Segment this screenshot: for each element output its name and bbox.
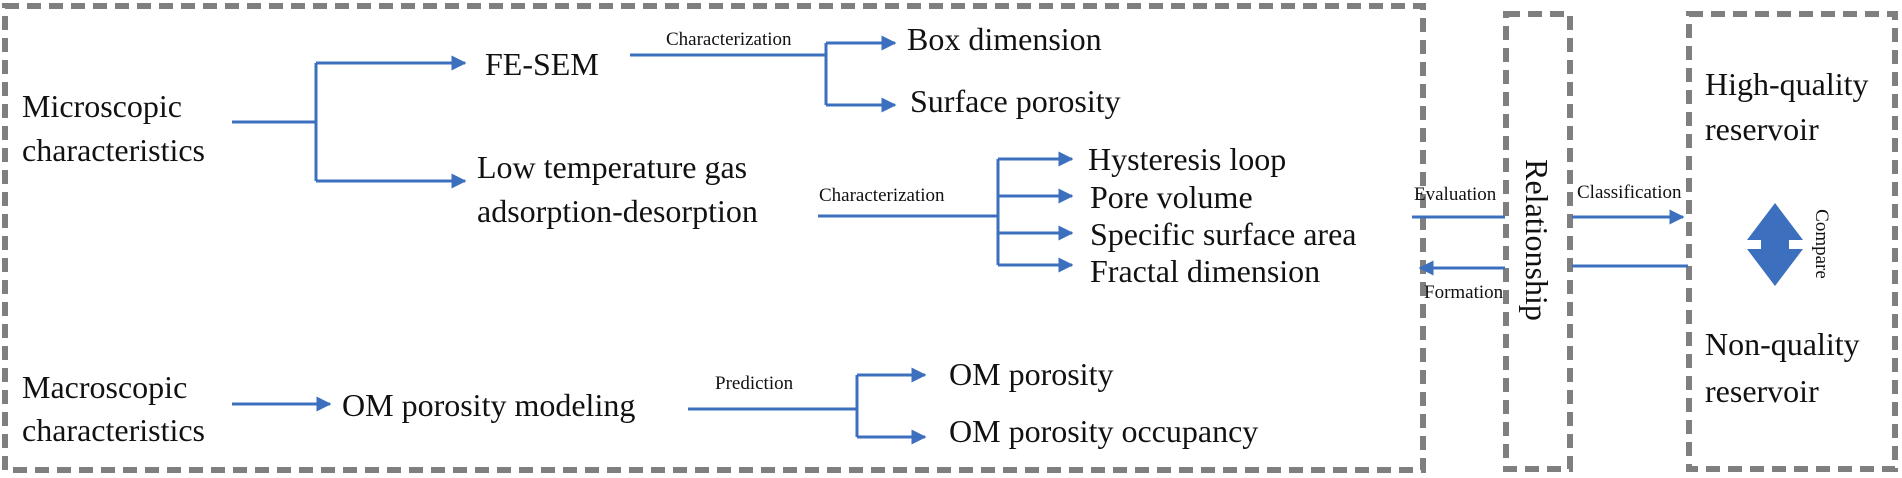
gas-adsorption-label-line1: Low temperature gas (477, 149, 747, 185)
microscopic-label-line2: characteristics (22, 132, 205, 168)
non-quality-label-line2: reservoir (1705, 373, 1819, 409)
fesem-edge-label: Characterization (666, 29, 792, 50)
microscopic-label-line1: Microscopic (22, 88, 182, 124)
om-connector (688, 375, 859, 437)
evaluation-edge-label: Evaluation (1414, 184, 1497, 205)
gas-edge-label: Characterization (819, 185, 945, 206)
high-quality-label-line2: reservoir (1705, 111, 1819, 147)
pore-volume-label: Pore volume (1090, 179, 1253, 215)
high-quality-label-line1: High-quality (1705, 66, 1869, 102)
gas-connector (818, 159, 1000, 265)
surface-porosity-label: Surface porosity (910, 83, 1121, 119)
formation-edge-label: Formation (1424, 282, 1504, 303)
fesem-connector (630, 43, 828, 105)
compare-double-arrow-icon (1747, 203, 1803, 286)
specific-surface-area-label: Specific surface area (1090, 216, 1356, 252)
relationship-frame (1503, 11, 1573, 472)
prediction-edge-label: Prediction (715, 373, 794, 394)
microscopic-split-connector (232, 63, 318, 181)
fesem-label: FE-SEM (485, 46, 599, 82)
macroscopic-label-line2: characteristics (22, 412, 205, 448)
characterization-frame (2, 3, 1426, 473)
box-dimension-label: Box dimension (907, 21, 1102, 57)
om-porosity-label: OM porosity (949, 356, 1113, 392)
om-porosity-occupancy-label: OM porosity occupancy (949, 413, 1258, 449)
om-porosity-modeling-label: OM porosity modeling (342, 387, 635, 423)
compare-label: Compare (1811, 209, 1832, 279)
hysteresis-loop-label: Hysteresis loop (1088, 141, 1286, 177)
relationship-label: Relationship (1519, 159, 1555, 321)
fractal-dimension-label: Fractal dimension (1090, 253, 1320, 289)
non-quality-label-line1: Non-quality (1705, 326, 1860, 362)
macroscopic-label-line1: Macroscopic (22, 369, 187, 405)
gas-adsorption-label-line2: adsorption-desorption (477, 193, 758, 229)
classification-edge-label: Classification (1577, 182, 1682, 203)
